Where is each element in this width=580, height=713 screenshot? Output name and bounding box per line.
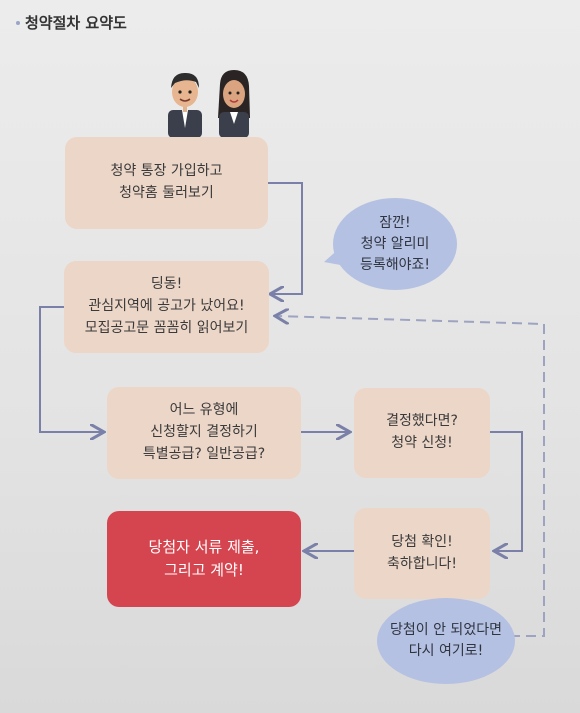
arrow-retry-dashed <box>277 316 545 637</box>
woman-icon <box>218 70 250 138</box>
bubble-retry: 당첨이 안 되었다면 다시 여기로! <box>377 598 515 684</box>
step-open-account: 청약 통장 가입하고 청약홈 둘러보기 <box>65 137 268 229</box>
page-title: 청약절차 요약도 <box>16 12 127 33</box>
step-read-announcement: 딩동! 관심지역에 공고가 났어요! 모집공고문 꼼꼼히 읽어보기 <box>64 261 269 353</box>
step-submit-contract: 당첨자 서류 제출, 그리고 계약! <box>107 511 301 607</box>
arrow-step2-to-step3 <box>39 306 102 432</box>
man-icon <box>168 72 202 138</box>
bubble-reminder: 잠깐! 청약 알리미 등록해야죠! <box>333 198 457 290</box>
arrow-step4-to-step5 <box>490 431 523 551</box>
page-title-text: 청약절차 요약도 <box>25 14 127 32</box>
step-apply: 결정했다면? 청약 신청! <box>354 388 490 478</box>
step-check-result: 당첨 확인! 축하합니다! <box>354 508 490 599</box>
arrow-step1-to-step2 <box>268 182 303 294</box>
step-choose-type: 어느 유형에 신청할지 결정하기 특별공급? 일반공급? <box>107 387 301 479</box>
bullet-icon <box>16 20 20 25</box>
